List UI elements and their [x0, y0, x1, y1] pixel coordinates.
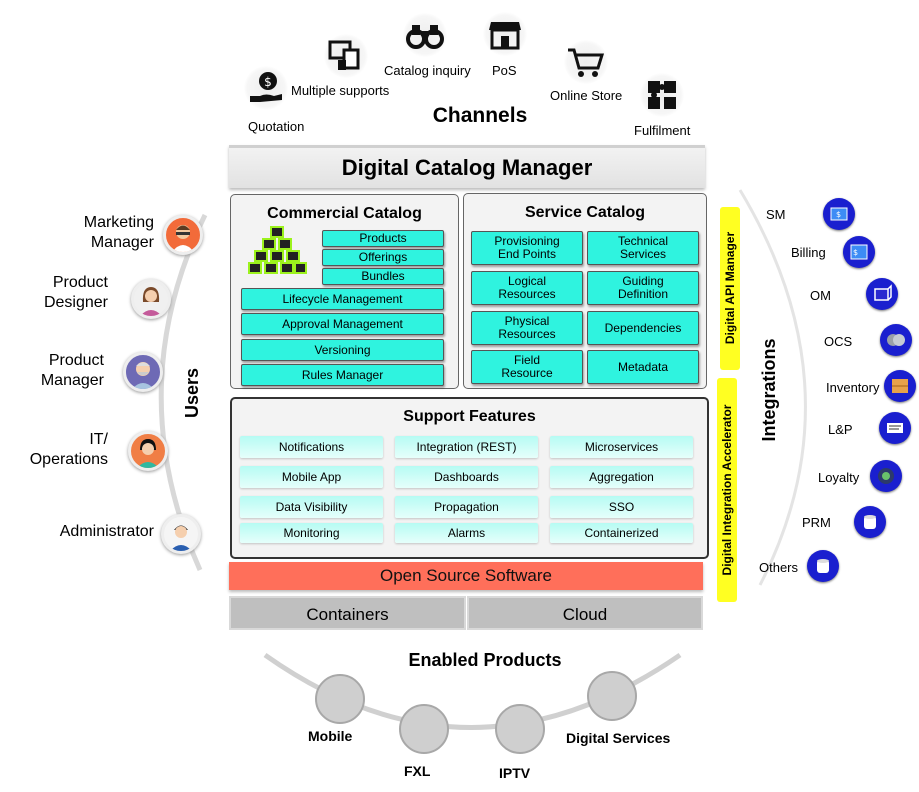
support-features-panel: Support Features Notifications Integrati… [230, 397, 709, 559]
digital-integration-accelerator-bar: Digital Integration Accelerator [717, 378, 737, 602]
loyalty-icon [870, 460, 902, 492]
user-label-administrator: Administrator [59, 523, 154, 540]
cubes-icon [247, 223, 307, 275]
svg-text:$: $ [836, 210, 841, 219]
channel-label-multiple-supports: Multiple supports [291, 83, 390, 98]
puzzle-icon [640, 73, 684, 117]
om-icon [866, 278, 898, 310]
fxl-product-circle [399, 704, 449, 754]
channels-title: Channels [432, 104, 528, 127]
svg-text:$: $ [264, 75, 272, 89]
cloud-box: Cloud [467, 596, 703, 630]
svg-text:$: $ [853, 248, 858, 257]
commercial-item-bundles: Bundles [322, 268, 444, 285]
product-label-fxl: FXL [404, 763, 431, 779]
service-item-dependencies: Dependencies [587, 311, 699, 345]
integration-label-others: Others [759, 560, 799, 575]
support-item-microservices: Microservices [550, 436, 693, 458]
lp-icon [879, 412, 911, 444]
support-item-notifications: Notifications [240, 436, 383, 458]
binoculars-icon [403, 13, 447, 57]
product-designer-avatar [131, 279, 171, 319]
support-item-containerized: Containerized [550, 523, 693, 543]
channel-label-fulfilment: Fulfilment [634, 123, 691, 138]
support-item-dashboards: Dashboards [395, 466, 538, 488]
iptv-product-circle [495, 704, 545, 754]
mobile-product-circle [315, 674, 365, 724]
commercial-item-lifecycle-management: Lifecycle Management [241, 288, 444, 310]
support-item-data-visibility: Data Visibility [240, 496, 383, 518]
commercial-item-products: Products [322, 230, 444, 247]
commercial-item-rules-manager: Rules Manager [241, 364, 444, 386]
product-manager-avatar [123, 352, 163, 392]
administrator-avatar [161, 514, 201, 554]
devices-icon [324, 34, 368, 78]
support-item-mobile-app: Mobile App [240, 466, 383, 488]
commercial-item-versioning: Versioning [241, 339, 444, 361]
sm-icon: $ [823, 198, 855, 230]
channel-label-catalog-inquiry: Catalog inquiry [384, 63, 471, 78]
users-title: Users [182, 367, 202, 419]
support-item-alarms: Alarms [395, 523, 538, 543]
integration-label-lp: L&P [828, 422, 853, 437]
integration-label-sm: SM [766, 207, 786, 222]
ocs-icon [880, 324, 912, 356]
channel-label-online-store: Online Store [550, 88, 623, 103]
user-label-it-operations: IT/Operations [29, 431, 108, 468]
support-item-aggregation: Aggregation [550, 466, 693, 488]
support-features-title: Support Features [403, 408, 536, 425]
hand-money-icon: $ [244, 66, 288, 110]
product-label-iptv: IPTV [499, 765, 531, 781]
support-item-sso: SSO [550, 496, 693, 518]
channel-label-pos: PoS [492, 63, 517, 78]
enabled-products-title: Enabled Products [408, 650, 562, 670]
store-icon [483, 12, 527, 56]
cart-icon [564, 40, 608, 84]
it-operations-avatar [128, 431, 168, 471]
prm-icon [854, 506, 886, 538]
digital-api-manager-label: Digital API Manager [723, 231, 737, 345]
digital-catalog-manager-header: Digital Catalog Manager [229, 145, 705, 188]
channel-label-quotation: Quotation [248, 119, 305, 134]
digital-integration-accelerator-label: Digital Integration Accelerator [720, 404, 734, 576]
billing-icon: $ [843, 236, 875, 268]
support-item-monitoring: Monitoring [240, 523, 383, 543]
commercial-catalog-title: Commercial Catalog [267, 205, 422, 222]
digital-api-manager-bar: Digital API Manager [720, 207, 740, 370]
marketing-manager-avatar [163, 215, 203, 255]
commercial-item-offerings: Offerings [322, 249, 444, 266]
commercial-item-approval-management: Approval Management [241, 313, 444, 335]
product-label-mobile: Mobile [308, 728, 353, 744]
digital-services-product-circle [587, 671, 637, 721]
open-source-software-bar: Open Source Software [229, 562, 703, 590]
support-item-propagation: Propagation [395, 496, 538, 518]
integration-label-billing: Billing [791, 245, 826, 260]
integration-label-prm: PRM [802, 515, 831, 530]
containers-box: Containers [229, 596, 466, 630]
service-item-metadata: Metadata [587, 350, 699, 384]
service-catalog-title: Service Catalog [524, 204, 646, 221]
integration-label-loyalty: Loyalty [818, 470, 860, 485]
integration-label-om: OM [810, 288, 831, 303]
integration-label-inventory: Inventory [826, 380, 880, 395]
inventory-icon [884, 370, 916, 402]
integrations-title: Integrations [759, 338, 779, 442]
support-item-integration-rest: Integration (REST) [395, 436, 538, 458]
integration-label-ocs: OCS [824, 334, 853, 349]
others-icon [807, 550, 839, 582]
product-label-digital-services: Digital Services [566, 730, 671, 746]
commercial-catalog-panel: Commercial Catalog Products Offerings Bu… [230, 194, 459, 389]
